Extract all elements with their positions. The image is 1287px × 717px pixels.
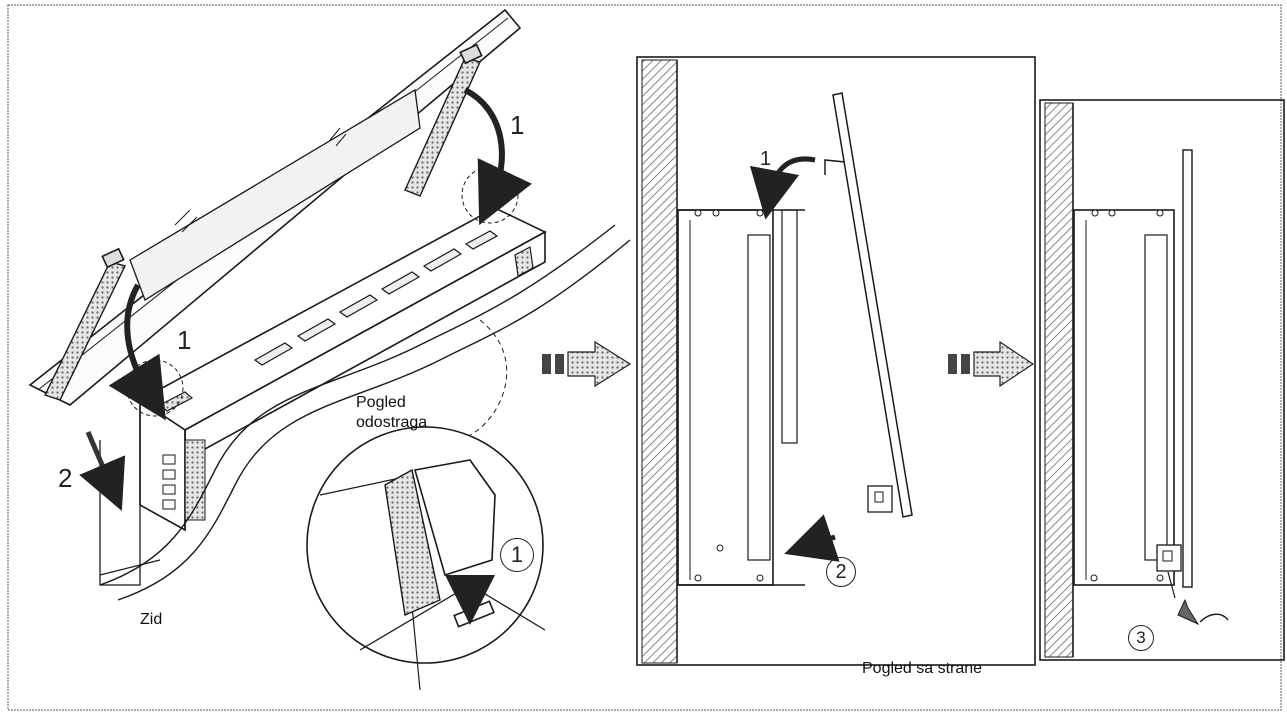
glass-window [129, 88, 421, 301]
label-wall: Zid [140, 611, 163, 628]
detail-bracket [384, 468, 441, 616]
perspective-view [28, 8, 631, 601]
glass-bracket-right [404, 57, 481, 197]
transition-arrow-2 [948, 340, 1035, 388]
glass-bracket-left [44, 261, 127, 401]
label-side-view: Pogled sa strane [862, 660, 983, 677]
side-view-1 [636, 56, 1036, 666]
outer-border [7, 4, 1282, 711]
step-3-side: 3 [1128, 625, 1154, 651]
wall-hatch-1 [641, 59, 678, 664]
step-2-side: 2 [826, 557, 856, 587]
transition-arrow-1 [542, 340, 632, 388]
step-1-left: 1 [177, 325, 192, 355]
wall-curve [99, 224, 616, 586]
step-1-top: 1 [510, 110, 525, 140]
detail-circle [306, 426, 546, 691]
wall-hatch-2 [1044, 102, 1074, 658]
step-1-detail: 1 [500, 538, 534, 572]
label-back-view: Pogled odostraga [356, 394, 428, 431]
step-2-left: 2 [58, 463, 73, 493]
tilted-glass [832, 92, 913, 518]
side-view-2 [1039, 99, 1285, 661]
vertical-glass [1182, 149, 1193, 588]
step-1-side: 1 [760, 148, 772, 170]
